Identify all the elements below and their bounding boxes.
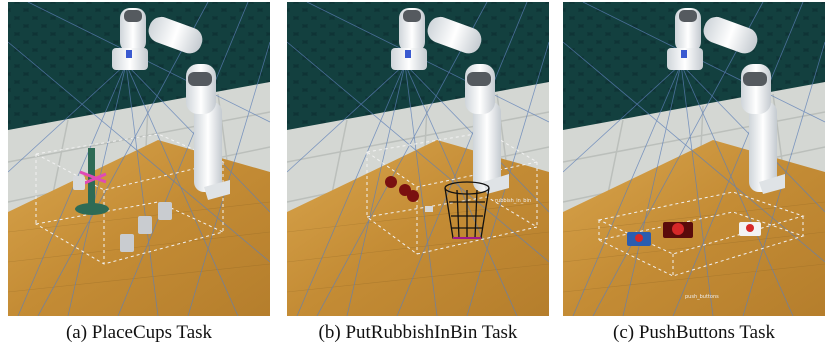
robot-arm (391, 8, 509, 194)
robot-arm (112, 8, 230, 200)
cups (73, 176, 172, 252)
camera-rays (8, 2, 270, 316)
panel-placecups (8, 2, 270, 316)
scene-placecups (8, 2, 270, 316)
caption-putrubbishinbin: (b) PutRubbishInBin Task (318, 322, 518, 343)
bounding-box (365, 131, 539, 255)
bin (444, 181, 490, 239)
scene-label: rubbish_in_bin (495, 198, 531, 204)
scene-label: push_buttons (685, 294, 719, 300)
rubbish-items (385, 176, 433, 212)
buttons (627, 222, 761, 246)
caption-pushbuttons: (c) PushButtons Task (613, 322, 775, 343)
caption-placecups: (a) PlaceCups Task (65, 322, 213, 343)
panel-pushbuttons: push_buttons (563, 2, 825, 316)
scene-pushbuttons: push_buttons (563, 2, 825, 316)
panel-putrubbishinbin: rubbish_in_bin (287, 2, 549, 316)
scene-putrubbishinbin: rubbish_in_bin (287, 2, 549, 316)
robot-arm (667, 8, 785, 194)
